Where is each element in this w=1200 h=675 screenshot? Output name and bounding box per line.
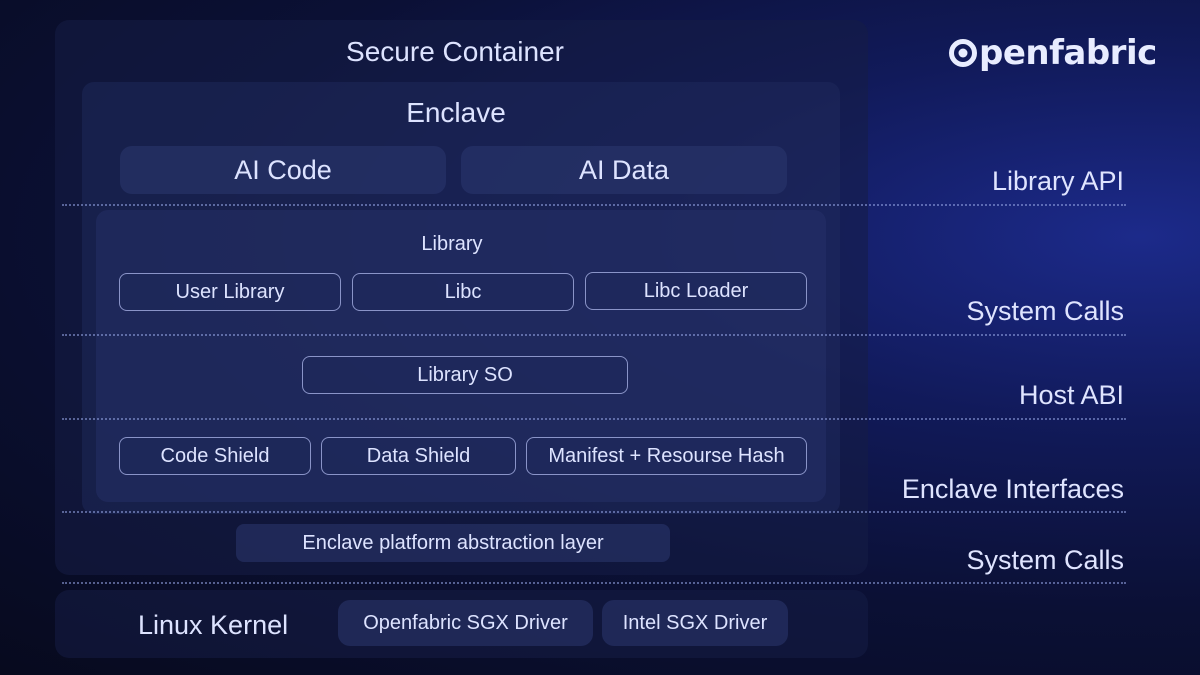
ai-data-block: AI Data <box>461 146 787 194</box>
host-abi-label: Host ABI <box>1018 380 1124 410</box>
system-calls-label: System Calls <box>966 296 1124 326</box>
openfabric-sgx-driver: Openfabric SGX Driver <box>338 600 593 646</box>
system-calls-2-label: System Calls <box>966 545 1124 575</box>
library-so-label: Library SO <box>417 363 513 386</box>
separator-library-api <box>62 204 1126 206</box>
openfabric-sgx-driver-label: Openfabric SGX Driver <box>363 611 568 634</box>
ai-code-block: AI Code <box>120 146 446 194</box>
library-api-label: Library API <box>991 166 1124 196</box>
enclave-interfaces-label: Enclave Interfaces <box>901 474 1124 504</box>
secure-container-panel <box>55 20 868 575</box>
logo-wordmark: penfabric <box>979 33 1157 73</box>
ai-code-label: AI Code <box>234 154 332 185</box>
libc-box: Libc <box>352 273 574 311</box>
manifest-hash-box: Manifest + Resourse Hash <box>526 437 807 475</box>
intel-sgx-driver-label: Intel SGX Driver <box>622 611 768 634</box>
library-so-box: Library SO <box>302 356 628 394</box>
user-library-box: User Library <box>119 273 341 311</box>
enclave-title: Enclave <box>406 97 506 128</box>
libc-loader-box: Libc Loader <box>585 272 807 310</box>
libc-loader-label: Libc Loader <box>643 279 749 302</box>
linux-kernel-label: Linux Kernel <box>138 610 289 640</box>
platform-abstraction-layer: Enclave platform abstraction layer <box>236 524 670 562</box>
data-shield-box: Data Shield <box>321 437 516 475</box>
intel-sgx-driver: Intel SGX Driver <box>602 600 788 646</box>
user-library-label: User Library <box>175 280 285 303</box>
library-title: Library <box>421 232 483 255</box>
manifest-hash-label: Manifest + Resourse Hash <box>548 444 785 467</box>
separator-enclave-interfaces <box>62 511 1126 513</box>
secure-container-title: Secure Container <box>346 36 564 67</box>
ai-data-label: AI Data <box>578 154 670 185</box>
separator-system-calls-2 <box>62 582 1126 584</box>
separator-system-calls <box>62 334 1126 336</box>
platform-abstraction-label: Enclave platform abstraction layer <box>302 531 604 554</box>
openfabric-logo: penfabric <box>948 32 1157 74</box>
code-shield-box: Code Shield <box>119 437 311 475</box>
openfabric-o-icon <box>949 39 977 67</box>
separator-host-abi <box>62 418 1126 420</box>
data-shield-label: Data Shield <box>366 444 471 467</box>
libc-label: Libc <box>444 280 482 303</box>
code-shield-label: Code Shield <box>160 444 270 467</box>
